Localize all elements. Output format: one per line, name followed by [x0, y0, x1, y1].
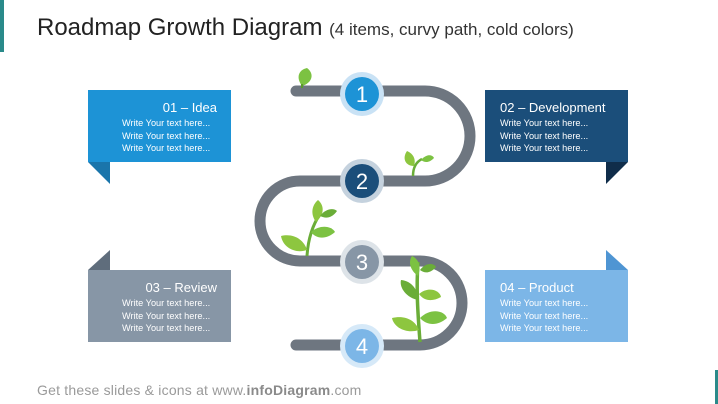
title-main: Roadmap Growth Diagram: [37, 14, 323, 41]
step-number-2: 2: [356, 169, 368, 194]
sprout-icon: [404, 151, 434, 177]
step-card-review: 03 – Review Write Your text here... Writ…: [88, 270, 231, 342]
step-number-4: 4: [356, 334, 368, 359]
card-text-line: Write Your text here...: [500, 118, 589, 128]
card-text-line: Write Your text here...: [500, 298, 589, 308]
card-text-line: Write Your text here...: [500, 130, 589, 141]
card4-fold: [606, 250, 628, 270]
step-circle-1: 1: [340, 72, 384, 116]
footer-brand: infoDiagram: [246, 382, 331, 398]
step-card-development: 02 – Development Write Your text here...…: [485, 90, 628, 162]
footer-credit: Get these slides & icons at www.infoDiag…: [37, 382, 362, 398]
card-text-line: Write Your text here...: [500, 143, 589, 153]
footer-prefix: Get these slides & icons at www.: [37, 382, 247, 398]
card2-fold: [606, 162, 628, 184]
card-text-line: Write Your text here...: [122, 323, 211, 333]
curvy-path: [254, 85, 476, 351]
slide-title: Roadmap Growth Diagram (4 items, curvy p…: [37, 14, 574, 42]
step-card-product: 04 – Product Write Your text here... Wri…: [485, 270, 628, 342]
step-circle-2: 2: [340, 159, 384, 203]
step-card-idea: 01 – Idea Write Your text here... Write …: [88, 90, 231, 162]
card-text-line: Write Your text here...: [122, 143, 211, 153]
growing-tree-icon: [392, 256, 447, 343]
accent-bar-right: [715, 370, 718, 404]
step-number-1: 1: [356, 82, 368, 107]
card-text-line: Write Your text here...: [122, 310, 211, 321]
card3-fold: [88, 250, 110, 270]
card-text-line: Write Your text here...: [500, 310, 589, 321]
card-title-idea: 01 – Idea: [162, 100, 217, 115]
step-circle-3: 3: [340, 240, 384, 284]
card-title-review: 03 – Review: [145, 280, 217, 295]
card-text-line: Write Your text here...: [122, 298, 211, 308]
card-text-line: Write Your text here...: [500, 323, 589, 333]
leaf-icon: [298, 68, 312, 88]
card-text-line: Write Your text here...: [122, 130, 211, 141]
footer-suffix: .com: [330, 382, 362, 398]
accent-bar: [0, 0, 4, 52]
step-number-3: 3: [356, 250, 368, 275]
card-title-development: 02 – Development: [500, 100, 606, 115]
plant-icon: [281, 200, 337, 257]
card-title-product: 04 – Product: [500, 280, 574, 295]
title-sub: (4 items, curvy path, cold colors): [329, 20, 574, 39]
card-text-line: Write Your text here...: [122, 118, 211, 128]
step-circle-4: 4: [340, 324, 384, 368]
card1-fold: [88, 162, 110, 184]
